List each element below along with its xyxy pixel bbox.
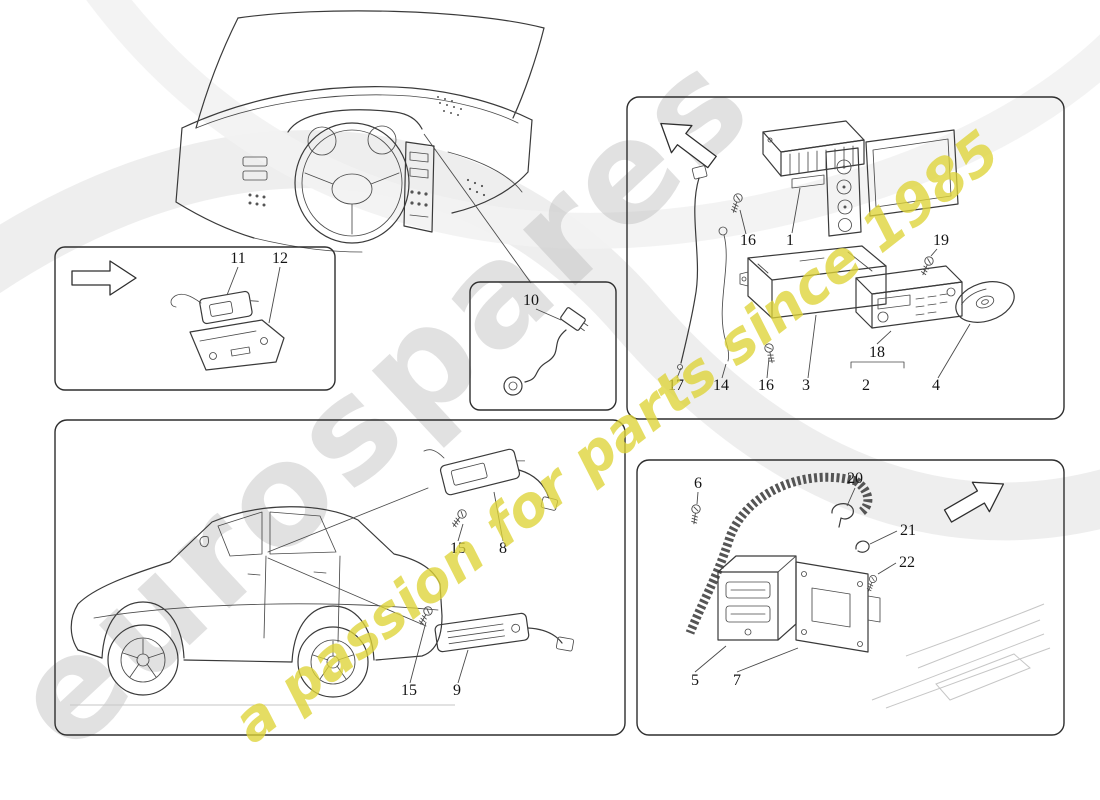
leader-lines — [535, 308, 562, 321]
microphone-drawing — [503, 307, 589, 396]
callout-22[interactable]: 22 — [899, 554, 915, 571]
antenna-module-9-drawing — [434, 612, 575, 653]
callout-10[interactable]: 10 — [523, 292, 539, 309]
callout-16[interactable]: 16 — [758, 377, 774, 394]
callout-11[interactable]: 11 — [230, 250, 245, 267]
callout-4[interactable]: 4 — [932, 377, 940, 394]
direction-arrow-icon — [660, 122, 717, 169]
dashboard-to-microphone-line — [423, 133, 532, 284]
callout-16[interactable]: 16 — [740, 232, 756, 249]
callout-21[interactable]: 21 — [900, 522, 916, 539]
mounting-cage-drawing — [739, 245, 887, 319]
direction-arrow-icon — [943, 481, 1005, 523]
car-side-view-drawing — [70, 506, 455, 706]
callout-18[interactable]: 18 — [869, 344, 885, 361]
leader-lines — [676, 187, 971, 379]
alarm-module-drawing — [170, 290, 259, 325]
radio-unit-drawing — [855, 265, 963, 329]
screw-icon — [918, 255, 935, 277]
leader-lines — [409, 491, 504, 684]
direction-arrow-icon — [71, 260, 137, 296]
antenna-module-8-drawing — [423, 448, 558, 511]
callout-20[interactable]: 20 — [847, 470, 863, 487]
panel-head-unit: 16 1 19 17 14 16 3 18 2 4 — [626, 96, 1065, 420]
callout-8[interactable]: 8 — [499, 540, 507, 557]
group-bracket — [850, 361, 905, 369]
display-unit-drawing — [825, 129, 959, 237]
callout-3[interactable]: 3 — [802, 377, 810, 394]
cd-disc-drawing — [955, 281, 1015, 323]
callout-15[interactable]: 15 — [450, 540, 466, 557]
mounting-bracket-drawing — [189, 319, 285, 371]
callout-7[interactable]: 7 — [733, 672, 741, 689]
screw-icon — [864, 574, 878, 593]
leader-lines — [226, 266, 281, 324]
panel-control-unit: 6 20 21 22 5 7 — [636, 459, 1065, 736]
callout-1[interactable]: 1 — [786, 232, 794, 249]
pointer-lines — [267, 487, 429, 627]
leader-lines — [694, 487, 898, 673]
bracket-drawing — [795, 561, 881, 653]
callout-19[interactable]: 19 — [933, 232, 949, 249]
callout-9[interactable]: 9 — [453, 682, 461, 699]
callout-17[interactable]: 17 — [668, 377, 684, 394]
callout-5[interactable]: 5 — [691, 672, 699, 689]
floor-pan-sketch — [871, 603, 1051, 709]
panel-alarm-module: 11 12 — [54, 246, 336, 391]
callout-2[interactable]: 2 — [862, 377, 870, 394]
callout-15[interactable]: 15 — [401, 682, 417, 699]
control-unit-drawing — [717, 555, 797, 641]
callout-12[interactable]: 12 — [272, 250, 288, 267]
wiring-harness-drawing — [685, 472, 873, 635]
panel-antenna-modules: 15 8 15 9 — [54, 419, 626, 736]
screw-icon — [689, 503, 702, 525]
antenna-wire-drawing — [718, 226, 730, 362]
callout-6[interactable]: 6 — [694, 475, 702, 492]
callout-14[interactable]: 14 — [713, 377, 729, 394]
panel-microphone: 10 — [469, 281, 617, 411]
clip-drawings — [831, 503, 870, 553]
dashboard-illustration — [175, 10, 545, 253]
